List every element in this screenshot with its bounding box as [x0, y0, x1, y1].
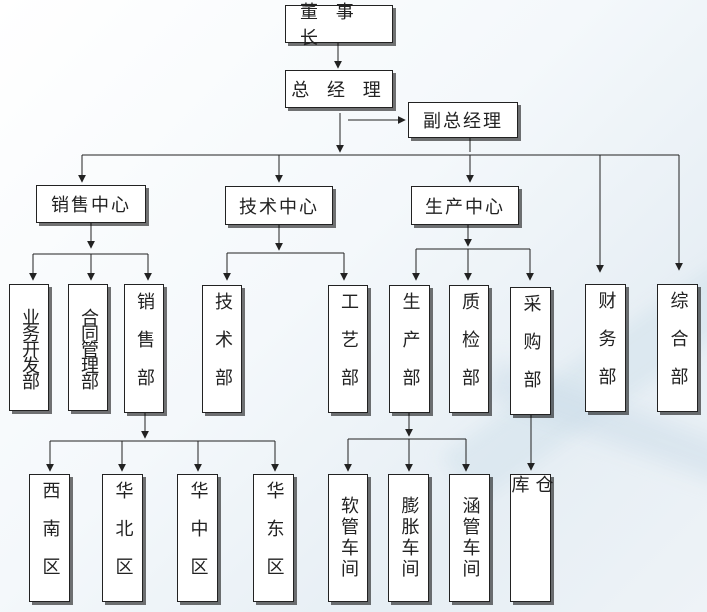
general-affairs-dept-box: 综合部 — [657, 284, 698, 412]
central-china-region-box: 华中区 — [177, 474, 218, 602]
expansion-workshop-box: 膨胀车间 — [388, 474, 429, 602]
contract-management-dept-box: 合同管理部 — [68, 284, 108, 411]
tech-center-box: 技术中心 — [225, 186, 333, 225]
technology-dept-box: 技术部 — [202, 285, 242, 413]
east-china-region-box: 华东区 — [253, 474, 294, 602]
business-development-dept-box: 业务开发部 — [9, 284, 49, 411]
purchasing-dept-box: 采购部 — [510, 287, 551, 415]
warehouse-box: 仓库 — [509, 474, 554, 602]
quality-inspection-dept-box: 质检部 — [449, 285, 489, 413]
deputy-general-manager-box: 副总经理 — [408, 102, 518, 138]
soft-tube-workshop-box: 软管车间 — [328, 474, 368, 602]
chairman-box: 董 事 长 — [285, 2, 393, 49]
sales-dept-box: 销售部 — [124, 284, 164, 413]
southwest-region-box: 西南区 — [29, 474, 70, 602]
culvert-tube-workshop-box: 涵管车间 — [449, 474, 490, 602]
production-center-box: 生产中心 — [411, 186, 519, 225]
process-dept-box: 工艺部 — [328, 285, 368, 413]
general-manager-box: 总 经 理 — [285, 70, 393, 108]
north-china-region-box: 华北区 — [102, 474, 143, 602]
production-dept-box: 生产部 — [389, 285, 430, 413]
sales-center-box: 销售中心 — [36, 185, 146, 223]
finance-dept-box: 财务部 — [585, 284, 626, 412]
